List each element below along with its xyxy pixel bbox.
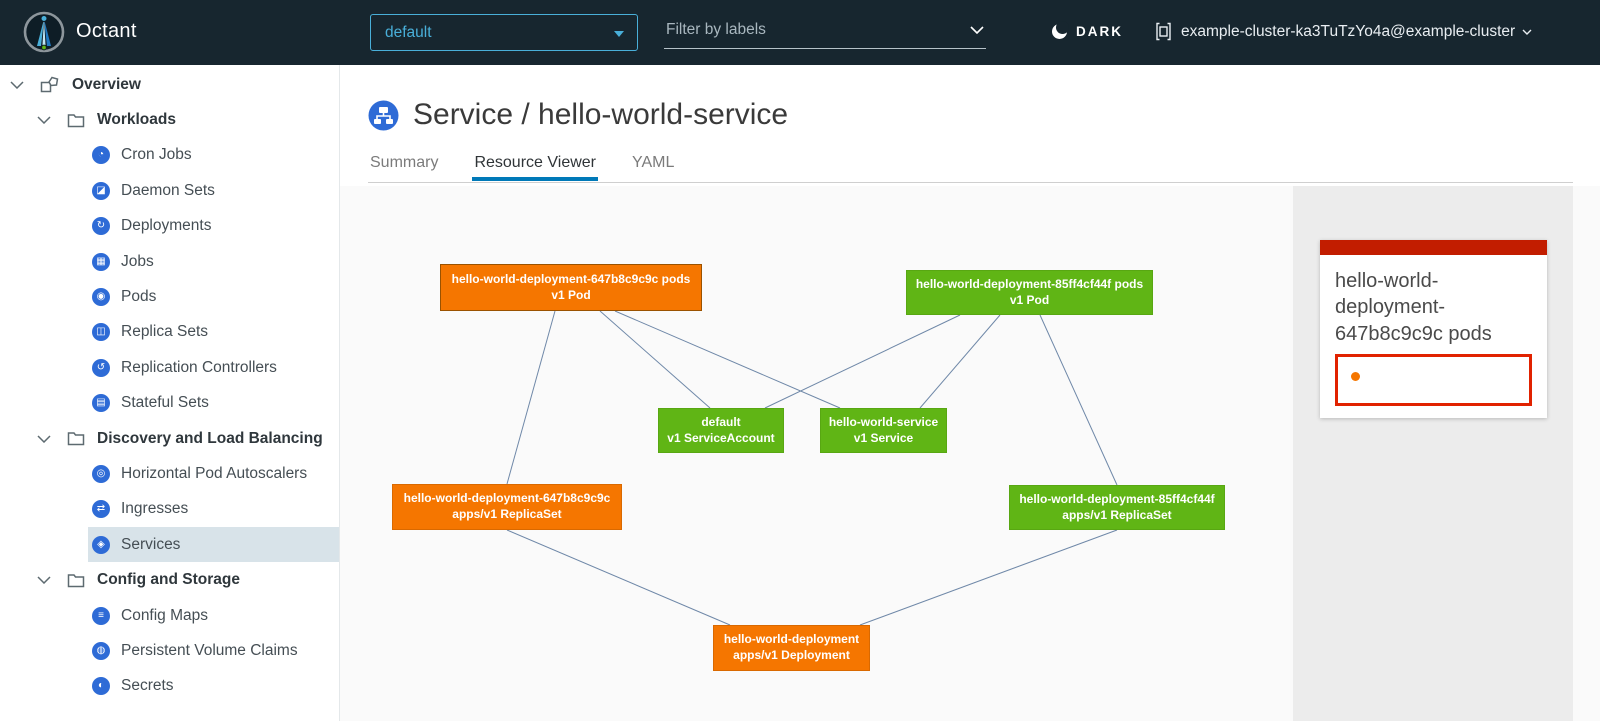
label-filter-input[interactable] xyxy=(664,20,970,40)
graph-node-replicaset-647b8c9c9c[interactable]: hello-world-deployment-647b8c9c9c apps/v… xyxy=(392,484,622,530)
graph-node-replicaset-85ff4cf44f[interactable]: hello-world-deployment-85ff4cf44f apps/v… xyxy=(1009,485,1225,530)
filter-chevron-down-icon[interactable] xyxy=(970,26,984,34)
graph-node-service-hello-world[interactable]: hello-world-service v1 Service xyxy=(820,408,947,453)
sidebar-item-replication-controllers[interactable]: ↺ Replication Controllers xyxy=(88,350,339,385)
services-icon: ◈ xyxy=(92,535,110,554)
overview-icon xyxy=(40,76,59,92)
ingresses-icon: ⇄ xyxy=(92,500,110,519)
detail-panel: hello-world-deployment-647b8c9c9c pods xyxy=(1293,186,1573,721)
sidebar-item-daemon-sets[interactable]: ◪ Daemon Sets xyxy=(88,173,339,208)
tab-summary[interactable]: Summary xyxy=(370,154,439,171)
cron-jobs-icon: ◔ xyxy=(92,146,110,165)
selected-node-card: hello-world-deployment-647b8c9c9c pods xyxy=(1320,240,1547,419)
sidebar-item-jobs[interactable]: ▦ Jobs xyxy=(88,244,339,279)
resource-graph-edges xyxy=(506,310,1118,626)
sidebar-item-horizontal-pod-autoscalers[interactable]: ◎ Horizontal Pod Autoscalers xyxy=(88,456,339,491)
page-title: Service / hello-world-service xyxy=(413,98,789,131)
resource-viewer-canvas[interactable]: hello-world-deployment-647b8c9c9c pods v… xyxy=(340,186,1293,721)
chevron-down-icon[interactable] xyxy=(10,81,24,89)
graph-node-pod-647b8c9c9c[interactable]: hello-world-deployment-647b8c9c9c pods v… xyxy=(440,264,702,311)
sidebar-item-persistent-volume-claims[interactable]: ◍ Persistent Volume Claims xyxy=(88,633,339,668)
chevron-down-icon[interactable] xyxy=(37,116,51,125)
chevron-down-icon[interactable] xyxy=(37,576,51,585)
sidebar-item-stateful-sets[interactable]: ▤ Stateful Sets xyxy=(88,386,339,421)
pod-status-dot xyxy=(1351,372,1360,382)
namespace-dropdown[interactable]: default xyxy=(370,14,638,51)
pods-icon: ◉ xyxy=(92,288,110,307)
page-header: Service / hello-world-service xyxy=(368,98,788,132)
sidebar-group-config-and-storage[interactable]: Config and Storage xyxy=(0,562,339,597)
sidebar-item-cron-jobs[interactable]: ◔ Cron Jobs xyxy=(88,138,339,173)
tab-divider xyxy=(368,182,1573,183)
tab-resource-viewer[interactable]: Resource Viewer xyxy=(472,150,598,181)
folder-icon xyxy=(67,432,85,446)
label-filter xyxy=(664,12,986,49)
octant-logo-icon xyxy=(23,11,65,53)
cluster-context-selector[interactable]: example-cluster-ka3TuTzYo4a@example-clus… xyxy=(1155,22,1541,41)
sidebar-item-config-maps[interactable]: ≡ Config Maps xyxy=(88,598,339,633)
dropdown-caret-icon xyxy=(614,31,624,37)
tab-bar: Summary Resource Viewer YAML xyxy=(368,150,708,181)
selected-node-title: hello-world-deployment-647b8c9c9c pods xyxy=(1335,270,1492,345)
app-name: Octant xyxy=(76,20,137,42)
header-bar: Octant default DARK example-cluster-ka3T… xyxy=(0,0,1600,65)
sidebar-item-services[interactable]: ◈ Services xyxy=(88,527,339,563)
sidebar-item-secrets[interactable]: ◐ Secrets xyxy=(88,669,339,704)
sidebar-group-workloads[interactable]: Workloads xyxy=(0,102,339,137)
cluster-context-label: example-cluster-ka3TuTzYo4a@example-clus… xyxy=(1181,22,1516,40)
replica-sets-icon: ◫ xyxy=(92,323,110,342)
config-maps-icon: ≡ xyxy=(92,606,110,625)
graph-node-deployment[interactable]: hello-world-deployment apps/v1 Deploymen… xyxy=(713,625,870,671)
sidebar-group-discovery-and-load-balancing[interactable]: Discovery and Load Balancing xyxy=(0,421,339,456)
horizontal-pod-autoscalers-icon: ◎ xyxy=(92,464,110,483)
service-kind-icon xyxy=(368,100,399,130)
graph-node-serviceaccount-default[interactable]: default v1 ServiceAccount xyxy=(658,408,784,453)
graph-node-pod-85ff4cf44f[interactable]: hello-world-deployment-85ff4cf44f pods v… xyxy=(906,270,1153,315)
chevron-down-icon[interactable] xyxy=(37,435,51,443)
folder-icon xyxy=(67,573,85,587)
scrollbar-gutter xyxy=(1573,186,1600,721)
deployments-icon: ↻ xyxy=(92,217,110,236)
sidebar-item-deployments[interactable]: ↻ Deployments xyxy=(88,209,339,244)
sidebar-item-replica-sets[interactable]: ◫ Replica Sets xyxy=(88,315,339,350)
moon-icon xyxy=(1052,21,1069,39)
cluster-icon xyxy=(1156,22,1171,41)
context-chevron-down-icon xyxy=(1522,29,1532,35)
theme-toggle[interactable]: DARK xyxy=(1052,21,1123,39)
sidebar-item-pods[interactable]: ◉ Pods xyxy=(88,279,339,314)
theme-toggle-label: DARK xyxy=(1076,24,1123,39)
folder-icon xyxy=(67,113,85,127)
persistent-volume-claims-icon: ◍ xyxy=(92,641,110,660)
tab-yaml[interactable]: YAML xyxy=(632,154,675,171)
stateful-sets-icon: ▤ xyxy=(92,394,110,413)
replication-controllers-icon: ↺ xyxy=(92,358,110,377)
sidebar-item-overview[interactable]: Overview xyxy=(0,67,339,102)
jobs-icon: ▦ xyxy=(92,252,110,271)
selected-node-box xyxy=(1335,354,1532,407)
daemon-sets-icon: ◪ xyxy=(92,181,110,200)
namespace-dropdown-value: default xyxy=(385,23,432,41)
sidebar-nav: Overview Workloads ◔ Cron Jobs ◪ Daemon … xyxy=(0,65,340,721)
status-bar xyxy=(1320,240,1547,255)
sidebar-item-ingresses[interactable]: ⇄ Ingresses xyxy=(88,492,339,527)
secrets-icon: ◐ xyxy=(92,677,110,696)
